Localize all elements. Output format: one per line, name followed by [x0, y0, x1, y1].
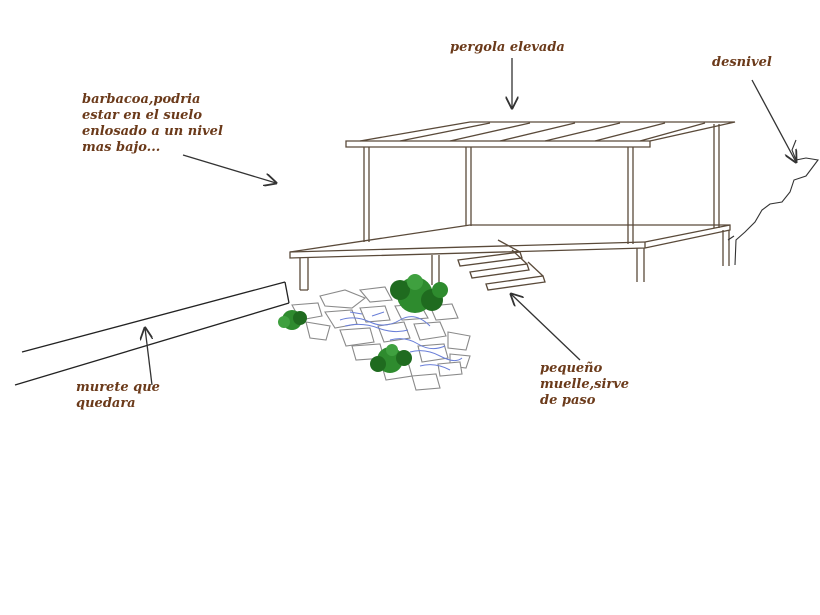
- label-barbacoa: barbacoa,podria estar en el suelo enlosa…: [82, 92, 223, 155]
- plant-bush: [278, 310, 307, 330]
- arrow-murete: [145, 328, 152, 386]
- deck-platform: [289, 224, 731, 291]
- annotation-arrows: [145, 58, 796, 386]
- terrain-drop: [727, 139, 819, 266]
- label-pequeno-muelle: pequeño muelle,sirve de paso: [540, 361, 630, 408]
- label-pergola-elevada: pergola elevada: [450, 40, 565, 55]
- pergola-posts: [363, 124, 720, 244]
- label-murete: murete que quedara: [76, 380, 160, 411]
- plant-bush: [390, 274, 448, 313]
- arrow-barbacoa: [182, 154, 276, 183]
- water-stream: [339, 311, 463, 371]
- arrow-muelle: [511, 294, 581, 361]
- label-desnivel: desnivel: [712, 55, 772, 70]
- arrow-desnivel: [751, 79, 796, 162]
- low-wall: [14, 281, 290, 386]
- plant-bush: [370, 344, 412, 373]
- stone-pavement: [291, 286, 471, 391]
- small-pier-steps: [457, 239, 546, 291]
- pergola-roof: [345, 121, 736, 148]
